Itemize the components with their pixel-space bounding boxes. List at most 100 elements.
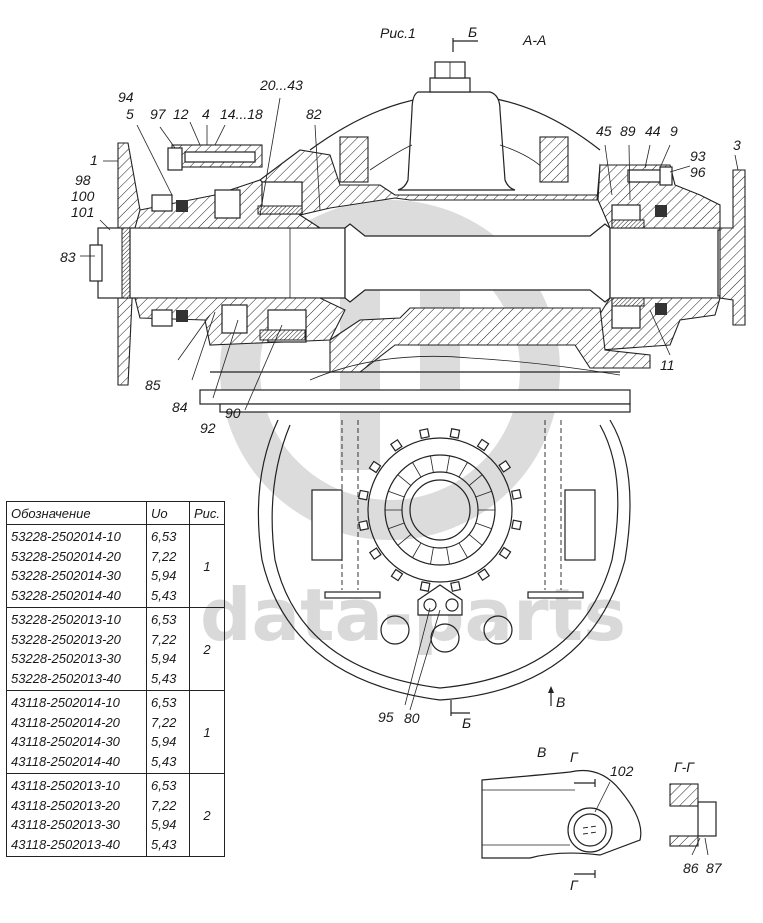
left-flange: [89, 142, 177, 386]
spline-tooth: [397, 474, 412, 486]
callout-80: 80: [404, 710, 420, 726]
designation-value: 43118-2502013-40: [11, 836, 120, 852]
callout-97: 97: [150, 106, 167, 122]
callout-45: 45: [596, 123, 612, 139]
ratio-cell: 6,53 7,22 5,94 5,43: [146, 690, 190, 774]
ratio-value: 7,22: [151, 797, 177, 813]
pinion-end-view: [257, 419, 631, 701]
callout-92: 92: [200, 420, 216, 436]
spline-tooth: [388, 490, 405, 498]
header-figure: Рис.: [188, 501, 226, 525]
ratio-value: 7,22: [151, 714, 177, 730]
designation-cell: 43118-2502013-10 43118-2502013-20 43118-25…: [6, 773, 147, 857]
callout-85: 85: [145, 377, 161, 393]
ring-lug: [419, 581, 431, 592]
callout-44: 44: [645, 123, 661, 139]
callout-84: 84: [172, 399, 188, 415]
designation-value: 53228-2502013-30: [11, 651, 121, 666]
ring-lug: [389, 438, 403, 452]
callout-93: 93: [690, 148, 706, 164]
designation-value: 43118-2502013-10: [11, 778, 120, 793]
ratio-value: 5,94: [151, 734, 177, 749]
watermark-text: data-parts: [200, 573, 626, 657]
spline-tooth: [388, 522, 405, 530]
designation-value: 53228-2502013-20: [11, 631, 121, 647]
detail-view-b: [481, 769, 642, 878]
designation-cell: 53228-2502013-10 53228-2502013-20 53228-25…: [6, 607, 147, 691]
leader-lines: [80, 97, 739, 856]
figure-cell: 2: [188, 607, 226, 691]
detail-section-title: Г-Г: [674, 759, 695, 775]
spline-tooth: [430, 547, 434, 565]
figure-cell: 2: [188, 773, 226, 857]
designation-value: 43118-2502014-40: [11, 753, 120, 769]
section-mark-top: [452, 38, 478, 52]
ratio-value: 5,43: [151, 587, 177, 603]
callout-95: 95: [378, 709, 394, 725]
ring-lug: [368, 547, 382, 561]
carrier-housing: [259, 61, 611, 216]
designation-value: 53228-2502014-30: [11, 568, 121, 583]
ratio-value: 5,94: [151, 651, 177, 666]
header-ratio: Uo: [146, 501, 190, 525]
table-header-row: Обозначение Uo Рис.: [6, 501, 226, 525]
ring-lug: [477, 568, 491, 582]
spline-tooth: [458, 462, 468, 478]
view-arrow-b: [548, 686, 554, 706]
spline-tooth: [468, 474, 483, 486]
callout-83: 83: [60, 249, 76, 265]
designation-value: 43118-2502013-20: [11, 797, 120, 813]
callout-100: 100: [71, 188, 95, 204]
ring-lug: [511, 489, 522, 500]
callout-86: 86: [683, 860, 699, 876]
spline-tooth: [475, 490, 492, 498]
ratio-value: 5,43: [151, 753, 177, 769]
callout-1: 1: [90, 152, 98, 168]
header-designation: Обозначение: [6, 501, 147, 525]
ring-lug: [476, 438, 490, 452]
callout-9: 9: [670, 123, 678, 139]
section-mark-bottom: [450, 700, 470, 716]
spline-tooth: [397, 534, 412, 546]
ring-lug: [450, 581, 461, 592]
spline-tooth: [446, 547, 450, 565]
lower-housing: [199, 307, 651, 413]
view-arrow-label: В: [556, 694, 565, 710]
ratio-value: 7,22: [151, 631, 177, 647]
ratio-value: 6,53: [151, 695, 177, 710]
designation-value: 53228-2502013-40: [11, 670, 121, 686]
callout-101: 101: [71, 204, 94, 220]
spline-tooth: [412, 462, 422, 478]
callout-89: 89: [620, 123, 636, 139]
callout-98: 98: [75, 172, 91, 188]
ratio-value: 7,22: [151, 548, 177, 564]
spline-tooth: [458, 542, 468, 558]
section-g-g: [669, 783, 717, 847]
spline-tooth: [468, 534, 483, 546]
ring-lug: [449, 428, 461, 439]
designation-value: 43118-2502013-30: [11, 817, 120, 832]
figure-title: Рис.1: [380, 25, 416, 41]
ratio-value: 5,94: [151, 568, 177, 583]
spline-tooth: [430, 455, 434, 473]
ring-lug: [390, 568, 404, 582]
designation-value: 43118-2502014-20: [11, 714, 120, 730]
callout-14-18: 14...18: [220, 106, 263, 122]
section-mark-bottom-label: Б: [462, 715, 471, 731]
designation-value: 53228-2502013-10: [11, 612, 121, 627]
detail-section-mark-top: Г: [570, 749, 579, 765]
callout-11: 11: [660, 357, 675, 373]
section-mark-top-label: Б: [468, 24, 477, 40]
ratio-value: 5,94: [151, 817, 177, 832]
spline-tooth: [475, 522, 492, 530]
left-bearing-housing: [134, 144, 346, 346]
designation-value: 53228-2502014-40: [11, 587, 121, 603]
outer-lugs: [358, 428, 522, 592]
